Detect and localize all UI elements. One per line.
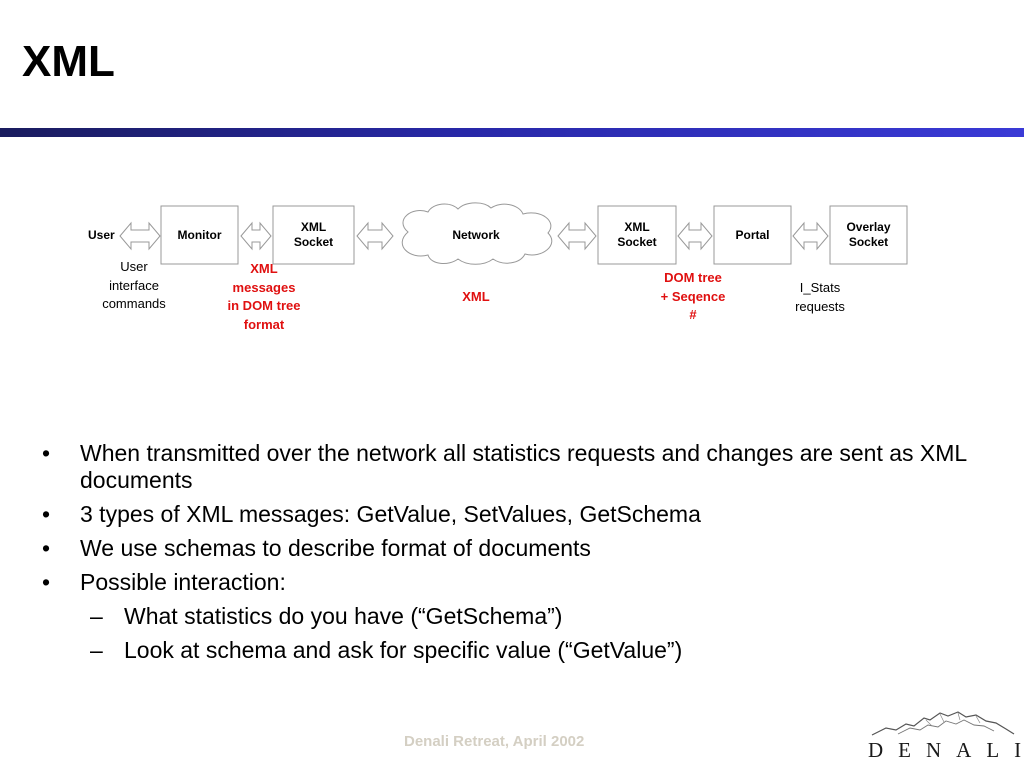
sub-bullet-marker: –	[90, 637, 103, 663]
double-arrow-icon-network-socket	[557, 221, 597, 251]
bullet-text: When transmitted over the network all st…	[80, 440, 967, 493]
network-cloud-icon	[401, 202, 553, 265]
overlay-socket-box	[829, 205, 908, 265]
sub-bullet-text: Look at schema and ask for specific valu…	[124, 637, 683, 663]
monitor-box	[160, 205, 239, 265]
double-arrow-icon-user-monitor	[119, 221, 161, 251]
bullet-marker: •	[42, 535, 51, 561]
note-line: interface	[109, 277, 159, 293]
bullet-text: 3 types of XML messages: GetValue, SetVa…	[80, 501, 701, 527]
xml-socket-right-box	[597, 205, 677, 265]
bullet-list: • When transmitted over the network all …	[40, 440, 980, 671]
denali-logo: DENALI	[868, 708, 1024, 764]
xml-dom-note: XML messages in DOM tree format	[209, 260, 319, 334]
bullet-item: • Possible interaction:	[40, 569, 980, 596]
portal-label: Portal	[735, 228, 770, 242]
sub-bullet-item: – What statistics do you have (“GetSchem…	[40, 603, 980, 630]
xml-network-note: XML	[436, 288, 516, 307]
network-label: Network	[452, 228, 500, 242]
overlay-socket-node: Overlay Socket	[830, 220, 907, 250]
bullet-marker: •	[42, 569, 51, 595]
xml-socket-left-label-line1: XML	[300, 220, 327, 234]
double-arrow-icon-socket-portal	[677, 221, 713, 251]
footer-text: Denali Retreat, April 2002	[404, 733, 585, 750]
bullet-text: Possible interaction:	[80, 569, 286, 595]
note-line: #	[689, 307, 697, 322]
logo-wordmark: DENALI	[868, 738, 1024, 762]
user-commands-note: User interface commands	[84, 258, 184, 314]
note-line: XML	[462, 289, 490, 304]
monitor-label: Monitor	[177, 228, 222, 242]
bullet-marker: •	[42, 501, 51, 527]
overlay-socket-label-line2: Socket	[848, 235, 889, 249]
note-line: messages	[232, 279, 296, 295]
bullet-text: We use schemas to describe format of doc…	[80, 535, 591, 561]
slide-title: XML	[22, 37, 115, 86]
sub-bullet-text: What statistics do you have (“GetSchema”…	[124, 603, 563, 629]
note-line: requests	[795, 298, 845, 314]
xml-socket-left-node: XML Socket	[273, 220, 354, 250]
xml-socket-left-label-line2: Socket	[293, 235, 334, 249]
bullet-marker: •	[42, 440, 51, 466]
architecture-diagram	[119, 202, 908, 265]
bullet-item: • When transmitted over the network all …	[40, 440, 980, 494]
xml-socket-right-label-line1: XML	[624, 220, 650, 234]
double-arrow-icon-monitor-socket	[240, 221, 272, 251]
xml-socket-right-label-line2: Socket	[617, 235, 657, 249]
note-line: format	[243, 316, 285, 332]
note-line: DOM tree	[664, 270, 722, 285]
sub-bullet-item: – Look at schema and ask for specific va…	[40, 637, 980, 664]
double-arrow-icon-socket-network	[356, 221, 394, 251]
xml-socket-right-node: XML Socket	[598, 220, 676, 250]
double-arrow-icon-portal-overlay	[792, 221, 829, 251]
note-line: I_Stats	[799, 280, 841, 295]
dom-sequence-note: DOM tree + Seqence #	[643, 269, 743, 325]
network-node: Network	[416, 228, 536, 243]
mountain-range-logo-icon	[871, 711, 1015, 736]
note-line: + Seqence	[660, 288, 726, 304]
portal-node: Portal	[714, 228, 791, 243]
xml-socket-left-box	[272, 205, 355, 265]
istats-note: I_Stats requests	[770, 279, 870, 316]
note-line: in DOM tree	[227, 298, 301, 313]
portal-box	[713, 205, 792, 265]
title-underline-bar	[0, 128, 1024, 137]
note-line: commands	[102, 296, 166, 311]
monitor-node: Monitor	[161, 228, 238, 243]
sub-bullet-marker: –	[90, 603, 103, 629]
bullet-item: • We use schemas to describe format of d…	[40, 535, 980, 562]
note-line: XML	[250, 261, 278, 276]
bullet-item: • 3 types of XML messages: GetValue, Set…	[40, 501, 980, 528]
overlay-socket-label-line1: Overlay	[846, 220, 891, 234]
user-label: User	[88, 228, 115, 242]
note-line: User	[120, 259, 148, 274]
